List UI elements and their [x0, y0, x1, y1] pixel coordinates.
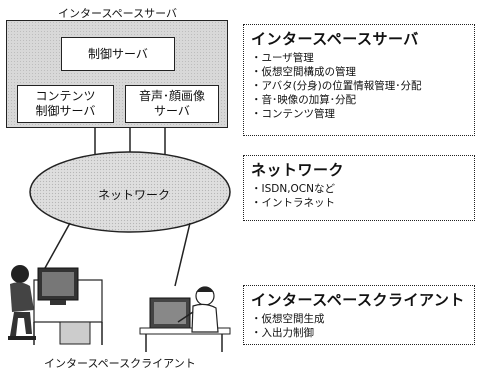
client-panel-item: 仮想空間生成 [251, 312, 467, 326]
server-panel-item: 仮想空間構成の管理 [251, 65, 467, 79]
client-description-panel: インタースペースクライアント 仮想空間生成 入出力制御 [243, 285, 475, 345]
av-server-box: 音声･顔画像 サーバ [125, 85, 219, 123]
control-server-label: 制御サーバ [88, 46, 148, 61]
right-client-illustration [139, 286, 231, 352]
network-label: ネットワーク [98, 188, 171, 202]
av-server-label-line1: 音声･顔画像 [138, 89, 205, 103]
left-client-illustration [8, 265, 103, 345]
interspace-server-group: 制御サーバ コンテンツ 制御サーバ 音声･顔画像 サーバ [6, 20, 228, 128]
client-panel-item: 入出力制御 [251, 326, 467, 340]
av-server-label-line2: サーバ [154, 104, 190, 118]
server-description-panel: インタースペースサーバ ユーザ管理 仮想空間構成の管理 アバタ(分身)の位置情報… [243, 24, 475, 136]
clients-caption: インタースペースクライアント [44, 357, 196, 370]
server-panel-title: インタースペースサーバ [251, 30, 419, 48]
client-link-left [44, 222, 71, 269]
network-cloud [29, 151, 231, 233]
network-panel-item: ISDN,OCNなど [251, 182, 467, 196]
network-panel-item: イントラネット [251, 196, 467, 210]
content-server-label-line1: コンテンツ [35, 89, 96, 103]
network-panel-title: ネットワーク [251, 161, 345, 179]
server-panel-item: コンテンツ管理 [251, 107, 467, 121]
server-caption: インタースペースサーバ [58, 7, 178, 20]
client-panel-title: インタースペースクライアント [251, 291, 465, 309]
server-panel-item: ユーザ管理 [251, 51, 467, 65]
network-description-panel: ネットワーク ISDN,OCNなど イントラネット [243, 155, 475, 221]
client-link-right [174, 222, 191, 287]
content-server-box: コンテンツ 制御サーバ [17, 85, 114, 123]
server-panel-item: アバタ(分身)の位置情報管理･分配 [251, 79, 467, 93]
server-panel-item: 音･映像の加算･分配 [251, 93, 467, 107]
control-server-box: 制御サーバ [61, 37, 175, 71]
content-server-label-line2: 制御サーバ [35, 104, 96, 118]
